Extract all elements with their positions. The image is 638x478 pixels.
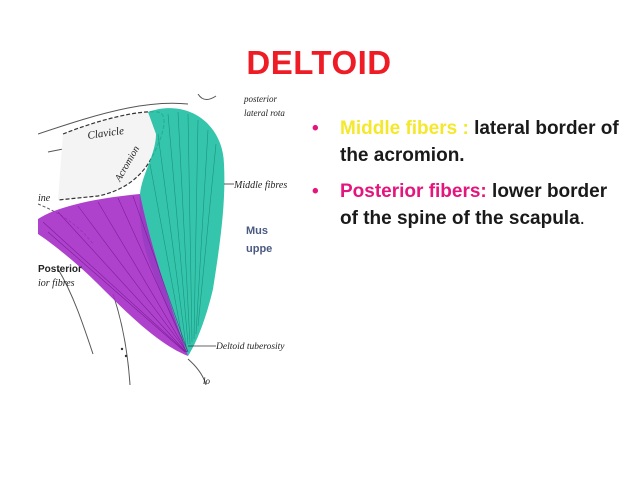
posterior-fibres <box>38 194 189 356</box>
bullet-text: lower border of the spine of the scapula <box>340 180 608 229</box>
bullet-text: lateral border of the acromion. <box>340 118 619 166</box>
clavicle-label: Clavicle <box>87 125 125 142</box>
top-lateral-label: lateral rota <box>244 108 285 118</box>
slide-title: DELTOID <box>246 44 392 81</box>
posterior-label: Posterior <box>38 264 82 275</box>
middle-fibres-label: Middle fibres <box>233 180 287 191</box>
bottom-fragment-label: lo <box>203 376 211 385</box>
bullet-dot-icon: • <box>312 118 319 139</box>
deltoid-illustration: Clavicle Acromion Middle fibres Deltoid … <box>38 94 292 385</box>
bullet-posterior-fibers: • Posterior fibers: lower border of the … <box>311 179 623 233</box>
bullet-middle-fibers: • Middle fibers : lateral border of the … <box>311 116 623 170</box>
deltoid-tuberosity-label: Deltoid tuberosity <box>215 342 285 352</box>
tuberosity-dots <box>120 347 128 358</box>
middle-fibres <box>139 108 225 356</box>
mus-label: Mus <box>246 225 268 237</box>
bullet-label: Middle fibers : <box>340 118 469 139</box>
left-fragment-label: ine <box>38 193 51 204</box>
bullet-list: • Middle fibers : lateral border of the … <box>311 116 623 242</box>
bullet-dot-icon: • <box>312 180 319 202</box>
top-posterior-label: posterior <box>243 94 278 104</box>
bullet-tail: . <box>579 207 585 229</box>
posterior-fibres-label: ior fibres <box>38 278 75 289</box>
bullet-label: Posterior fibers: <box>340 180 487 202</box>
uppe-label: uppe <box>246 243 272 255</box>
